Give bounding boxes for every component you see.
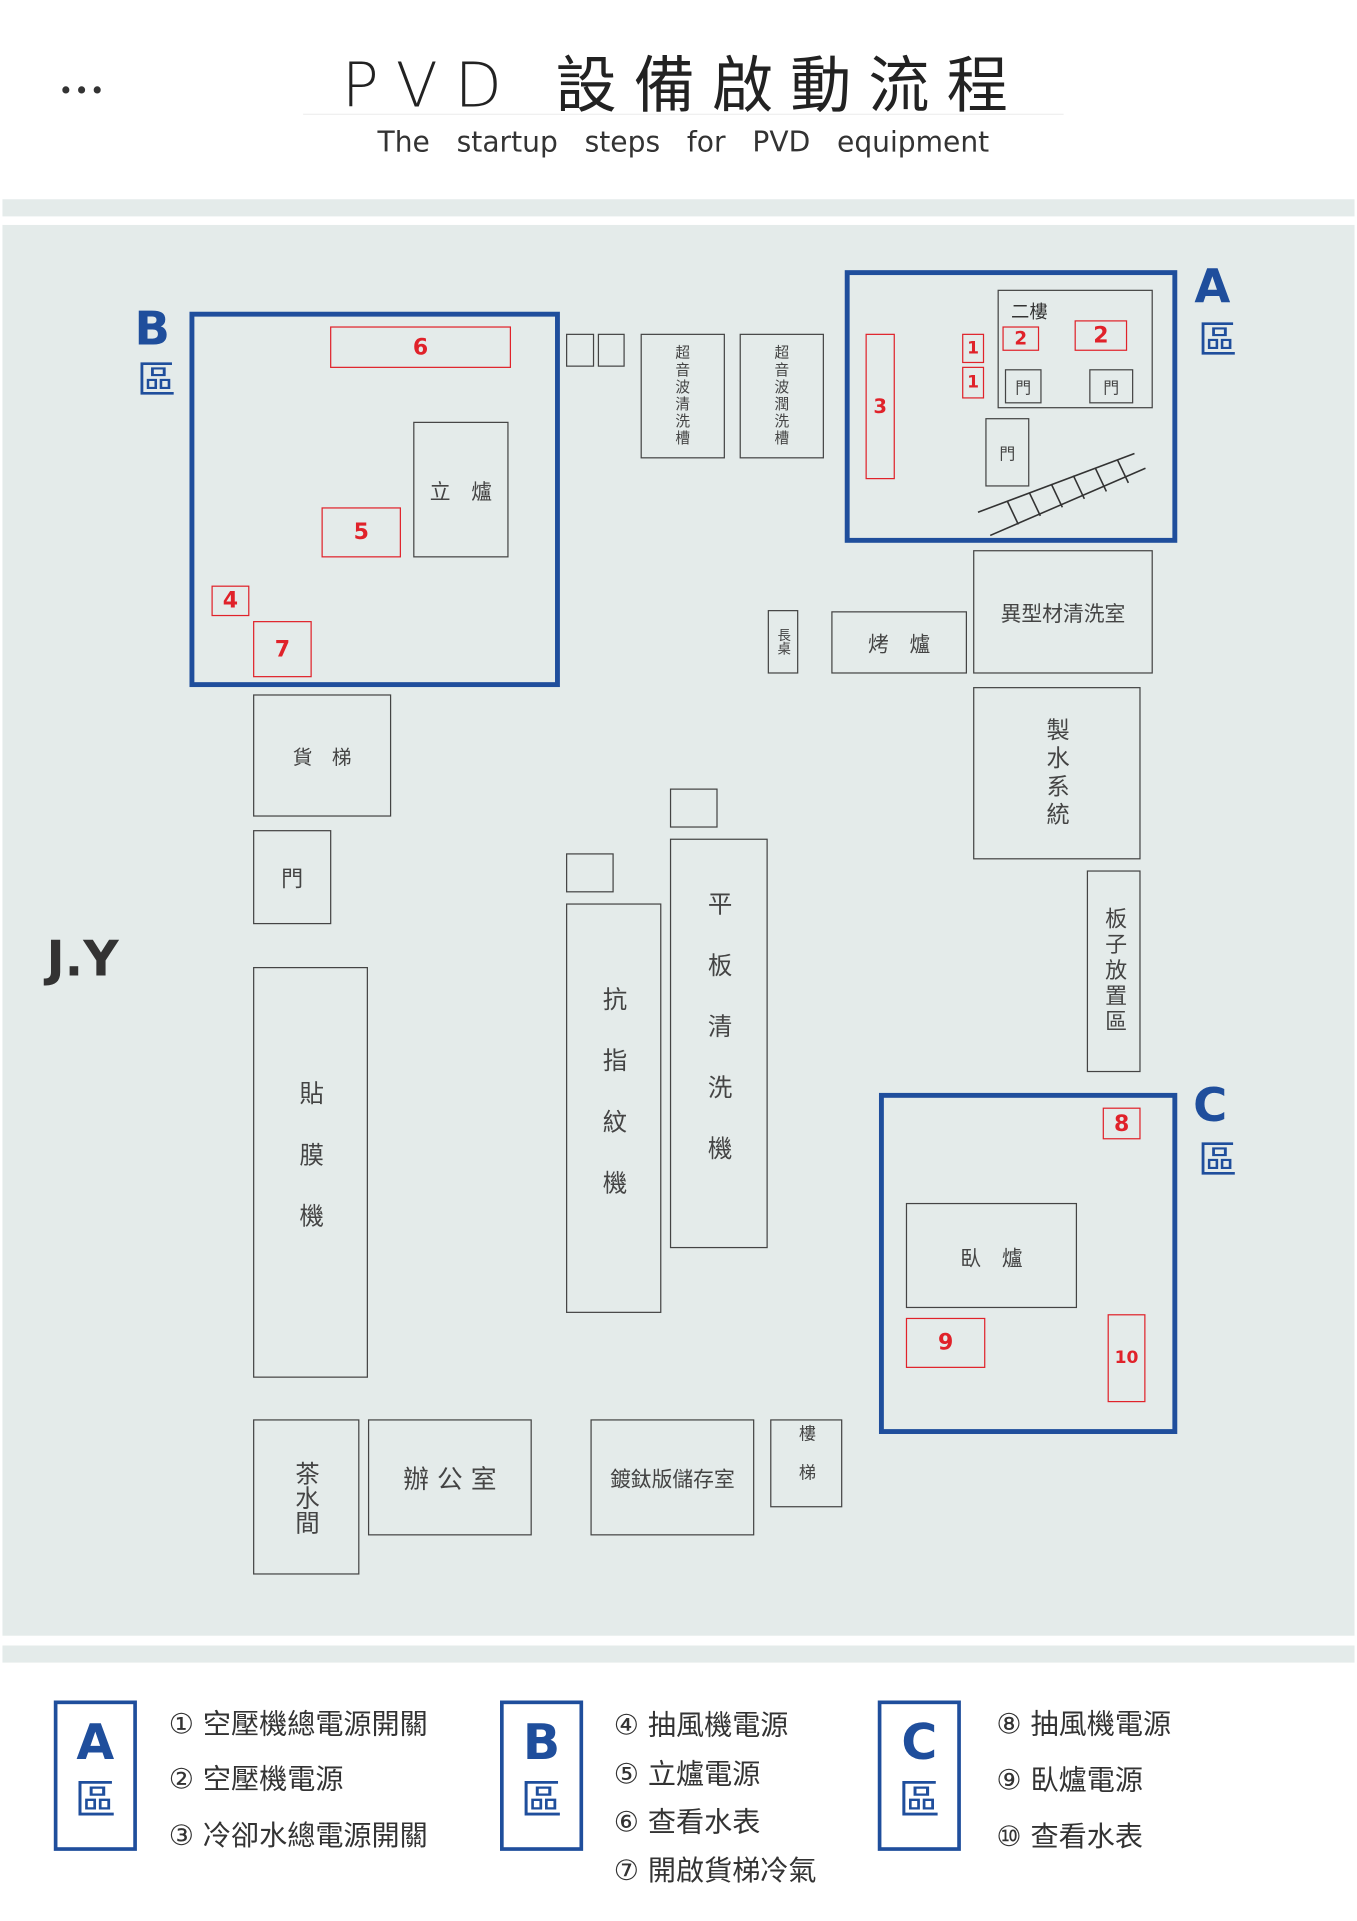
second-floor-label: 二樓 <box>1011 300 1048 323</box>
zone-a-letter: A <box>1194 259 1231 313</box>
legend-b-item: ⑤ 立爐電源 <box>613 1759 761 1791</box>
zone-c-letter: C <box>1193 1078 1228 1133</box>
tea-room: 茶水間 <box>253 1419 360 1575</box>
floor-plan <box>2 224 1355 1636</box>
zone-b-box <box>189 311 560 688</box>
marker-1: 1 <box>962 333 985 364</box>
board-storage-area: 板子放置區 <box>1086 870 1141 1073</box>
marker-4: 4 <box>211 585 250 617</box>
ultrasonic-rinse-tank: 超音波潤洗槽 <box>739 333 824 459</box>
door: 門 <box>1089 369 1134 404</box>
zone-a-box <box>844 270 1178 543</box>
zone-c-box <box>878 1092 1178 1434</box>
ultrasonic-clean-label: 超音波清洗槽 <box>673 344 691 448</box>
marker-9: 9 <box>905 1317 986 1368</box>
door: 門 <box>253 830 332 925</box>
legend-c-suffix: 區 <box>898 1776 941 1826</box>
long-table: 長桌 <box>767 610 799 674</box>
author-label: J.Y <box>46 931 119 988</box>
flat-wash-label: 平板清洗機 <box>703 890 733 1197</box>
zone-c-suffix: 區 <box>1198 1136 1238 1184</box>
staircase-icon <box>977 452 1146 537</box>
stairs: 樓梯 <box>770 1419 843 1508</box>
small-box <box>566 853 614 893</box>
legend-c-item: ⑨ 臥爐電源 <box>996 1765 1143 1798</box>
board-storage-label: 板子放置區 <box>1101 907 1128 1036</box>
marker-2: 2 <box>1074 320 1128 351</box>
legend-c-letter: C <box>901 1715 938 1772</box>
legend-b-item: ⑥ 查看水表 <box>613 1806 761 1839</box>
marker-3: 3 <box>865 333 895 480</box>
menu-dots[interactable]: ••• <box>58 75 106 106</box>
legend-b-letter: B <box>522 1715 561 1772</box>
legend-b-item: ⑦ 開啟貨梯冷氣 <box>613 1855 817 1888</box>
film-machine: 貼膜機 <box>253 966 368 1378</box>
marker-10: 10 <box>1107 1314 1146 1403</box>
film-machine-label: 貼膜機 <box>295 1080 325 1265</box>
horizontal-furnace: 臥 爐 <box>905 1202 1078 1309</box>
oven: 烤 爐 <box>831 611 967 674</box>
vertical-furnace: 立 爐 <box>413 421 509 558</box>
marker-2: 2 <box>1002 326 1040 351</box>
door: 門 <box>985 418 1030 487</box>
anti-fingerprint-label: 抗指紋機 <box>598 985 628 1231</box>
zone-a-suffix: 區 <box>1198 316 1238 364</box>
ti-plate-storage: 鍍鈦版儲存室 <box>590 1419 755 1536</box>
water-system-label: 製水系統 <box>1042 716 1070 830</box>
marker-7: 7 <box>253 621 312 678</box>
marker-8: 8 <box>1102 1107 1141 1140</box>
legend-b-item: ④ 抽風機電源 <box>613 1710 789 1743</box>
legend-c-item: ⑧ 抽風機電源 <box>996 1709 1172 1741</box>
zone-b-letter: B <box>134 301 170 356</box>
legend-a-letter: A <box>76 1715 115 1772</box>
freight-elevator: 貨 梯 <box>253 694 392 817</box>
page-subtitle: The startup steps for PVD equipment <box>377 127 990 159</box>
flat-wash-machine: 平板清洗機 <box>669 838 768 1249</box>
legend-a-item: ② 空壓機電源 <box>168 1764 344 1796</box>
marker-6: 6 <box>330 326 512 368</box>
anti-fingerprint-machine: 抗指紋機 <box>566 903 662 1313</box>
top-band <box>2 199 1355 217</box>
marker-1: 1 <box>962 366 985 399</box>
legend-b-suffix: 區 <box>520 1776 563 1826</box>
ultrasonic-rinse-label: 超音波潤洗槽 <box>772 344 790 448</box>
small-box <box>566 333 595 367</box>
long-table-label: 長桌 <box>775 628 792 656</box>
tea-room-label: 茶水間 <box>290 1460 321 1534</box>
special-wash-room: 異型材清洗室 <box>973 550 1153 674</box>
stairs-label: 樓梯 <box>796 1424 817 1503</box>
small-box <box>669 788 718 828</box>
title-underline <box>303 113 1064 115</box>
door: 門 <box>1004 369 1042 404</box>
zone-b-suffix: 區 <box>136 356 177 404</box>
legend-a-suffix: 區 <box>74 1776 117 1826</box>
small-box <box>597 333 625 367</box>
legend-a-item: ③ 冷卻水總電源開關 <box>168 1820 428 1853</box>
second-floor-area: 二樓 <box>997 289 1153 409</box>
legend-a-item: ① 空壓機總電源開關 <box>168 1709 428 1741</box>
bottom-band <box>2 1645 1355 1663</box>
ultrasonic-clean-tank: 超音波清洗槽 <box>640 333 725 459</box>
marker-5: 5 <box>321 507 401 558</box>
page-title: PVD 設備啟動流程 <box>341 50 1025 122</box>
legend-c-item: ⑩ 查看水表 <box>996 1821 1143 1854</box>
office: 辦 公 室 <box>367 1419 532 1536</box>
water-system: 製水系統 <box>973 687 1141 860</box>
